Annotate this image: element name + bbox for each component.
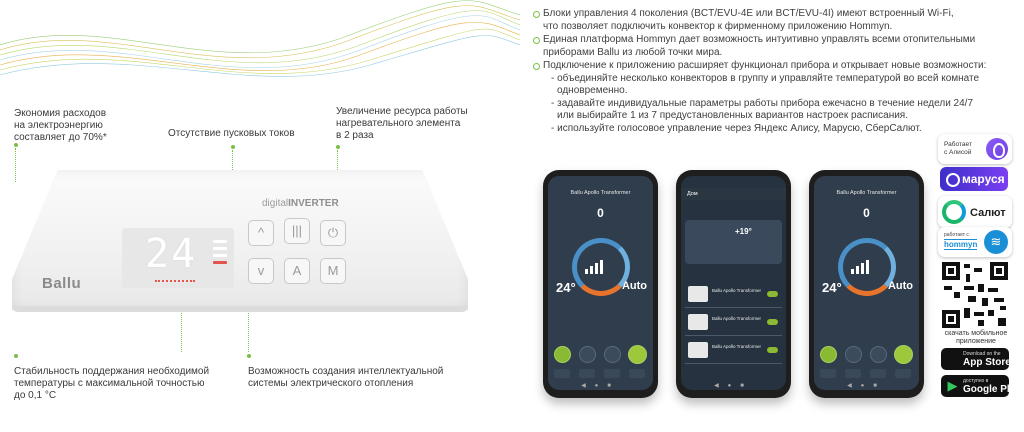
bottom-tabs bbox=[554, 369, 647, 379]
qr-caption: скачать мобильное приложение bbox=[944, 330, 1008, 345]
heater-body bbox=[12, 170, 468, 310]
heater-up-button[interactable]: ^ bbox=[248, 220, 274, 246]
callout-line bbox=[15, 148, 16, 182]
mode-eco-button[interactable] bbox=[579, 346, 596, 363]
mode-buttons bbox=[554, 345, 647, 364]
heater-series-label: digitalINVERTER bbox=[262, 198, 339, 209]
bullet-platform: Единая платформа Hommyn дает возможность… bbox=[530, 34, 1000, 59]
set-temperature: 0 bbox=[863, 206, 870, 220]
convector-thumbnail bbox=[688, 286, 708, 302]
power-level-icon bbox=[585, 256, 617, 274]
power-mode: Auto bbox=[887, 280, 913, 292]
app-power-button[interactable] bbox=[894, 345, 913, 364]
device-row[interactable]: Ballu Apollo Transformer bbox=[685, 282, 782, 308]
device-row[interactable]: Ballu Apollo Transformer bbox=[685, 338, 782, 364]
mode-antifrost-button[interactable] bbox=[870, 346, 887, 363]
wifi-icon: ≋ bbox=[984, 230, 1008, 254]
device-toggle[interactable] bbox=[767, 319, 778, 325]
marusya-badge[interactable]: маруся bbox=[940, 167, 1008, 191]
app-screen: Ballu Apollo Transformer 0 24° Auto ◀●■ bbox=[814, 176, 919, 390]
mode-antifrost-button[interactable] bbox=[604, 346, 621, 363]
power-level-icon bbox=[851, 256, 883, 274]
play-icon: ▶ bbox=[947, 378, 958, 393]
heater-m-button[interactable]: M bbox=[320, 258, 346, 284]
mode-buttons bbox=[820, 345, 913, 364]
temperature-dial[interactable] bbox=[838, 238, 896, 296]
callout-dot bbox=[14, 143, 18, 147]
heater-brand-logo: Ballu bbox=[42, 275, 82, 292]
callout-line bbox=[248, 296, 249, 352]
callout-system: Возможность создания интеллектуальной си… bbox=[248, 366, 444, 389]
callout-stability: Стабильность поддержания необходимой тем… bbox=[14, 366, 210, 401]
mode-eco-button[interactable] bbox=[845, 346, 862, 363]
app-screen: Дом +19° Ballu Apollo Transformer Ballu … bbox=[681, 176, 786, 390]
mode-comfort-button[interactable] bbox=[554, 346, 571, 363]
app-title: Ballu Apollo Transformer bbox=[570, 190, 631, 196]
current-temperature: 24° bbox=[822, 280, 842, 295]
app-power-button[interactable] bbox=[628, 345, 647, 364]
mode-comfort-button[interactable] bbox=[820, 346, 837, 363]
bottom-tabs bbox=[820, 369, 913, 379]
heater-display bbox=[122, 228, 234, 288]
device-toggle[interactable] bbox=[767, 291, 778, 297]
temperature-dial[interactable] bbox=[572, 238, 630, 296]
phone-device-control: Ballu Apollo Transformer 0 24° Auto ◀●■ bbox=[809, 170, 924, 398]
salut-label: Салют bbox=[970, 207, 1006, 219]
convector-thumbnail bbox=[688, 314, 708, 330]
outside-temperature: +19° bbox=[735, 227, 752, 236]
device-toggle[interactable] bbox=[767, 347, 778, 353]
convector-thumbnail bbox=[688, 342, 708, 358]
heater-a-button[interactable]: A bbox=[284, 258, 310, 284]
system-nav: ◀●■ bbox=[847, 383, 886, 389]
system-nav: ◀●■ bbox=[581, 383, 620, 389]
feature-bullets: Блоки управления 4 поколения (BCT/EVU-4E… bbox=[530, 8, 1000, 136]
heater-power-bars bbox=[213, 240, 227, 268]
apple-icon bbox=[946, 352, 959, 366]
salut-icon bbox=[942, 200, 966, 224]
callout-no-inrush: Отсутствие пусковых токов bbox=[168, 128, 295, 139]
system-nav: ◀●■ bbox=[714, 383, 753, 389]
app-screen: Ballu Apollo Transformer 0 24° Auto ◀●■ bbox=[548, 176, 653, 390]
home-header: Дом bbox=[681, 188, 786, 200]
callout-economy: Экономия расходов на электроэнергию сост… bbox=[14, 108, 107, 143]
power-mode: Auto bbox=[621, 280, 647, 292]
decorative-waves bbox=[0, 0, 520, 77]
phone-device-list: Дом +19° Ballu Apollo Transformer Ballu … bbox=[676, 170, 791, 398]
callout-dot bbox=[336, 145, 340, 149]
app-title: Ballu Apollo Transformer bbox=[836, 190, 897, 196]
callout-dot bbox=[247, 354, 251, 358]
device-row[interactable]: Ballu Apollo Transformer bbox=[685, 310, 782, 336]
callout-resource: Увеличение ресурса работы нагревательног… bbox=[336, 106, 468, 141]
heater-edge bbox=[12, 306, 468, 312]
heater-display-temperature: 24 bbox=[145, 231, 198, 277]
set-temperature: 0 bbox=[597, 206, 604, 220]
alice-label: Работает с Алисой bbox=[944, 141, 972, 156]
alice-icon bbox=[986, 138, 1008, 160]
heater-heat-button[interactable]: ||| bbox=[284, 218, 310, 244]
heater-power-button[interactable]: ⏻ bbox=[320, 220, 346, 246]
callout-dot bbox=[231, 145, 235, 149]
hommyn-logo: hommyn bbox=[944, 239, 978, 250]
hommyn-works-with: работает с bbox=[944, 232, 969, 238]
app-store-button[interactable]: Download on the App Store bbox=[941, 348, 1011, 370]
google-play-button[interactable]: ▶ доступно в Google Play bbox=[941, 375, 1021, 397]
qr-code[interactable] bbox=[942, 262, 1008, 328]
bullet-wifi: Блоки управления 4 поколения (BCT/EVU-4E… bbox=[530, 8, 1000, 33]
heater-display-indicator bbox=[155, 280, 195, 283]
phone-device-control: Ballu Apollo Transformer 0 24° Auto ◀●■ bbox=[543, 170, 658, 398]
callout-line bbox=[181, 296, 182, 352]
bullet-app: Подключение к приложению расширяет функц… bbox=[530, 60, 1000, 135]
callout-dot bbox=[14, 354, 18, 358]
current-temperature: 24° bbox=[556, 280, 576, 295]
heater-down-button[interactable]: v bbox=[248, 258, 274, 284]
weather-card bbox=[685, 220, 782, 264]
